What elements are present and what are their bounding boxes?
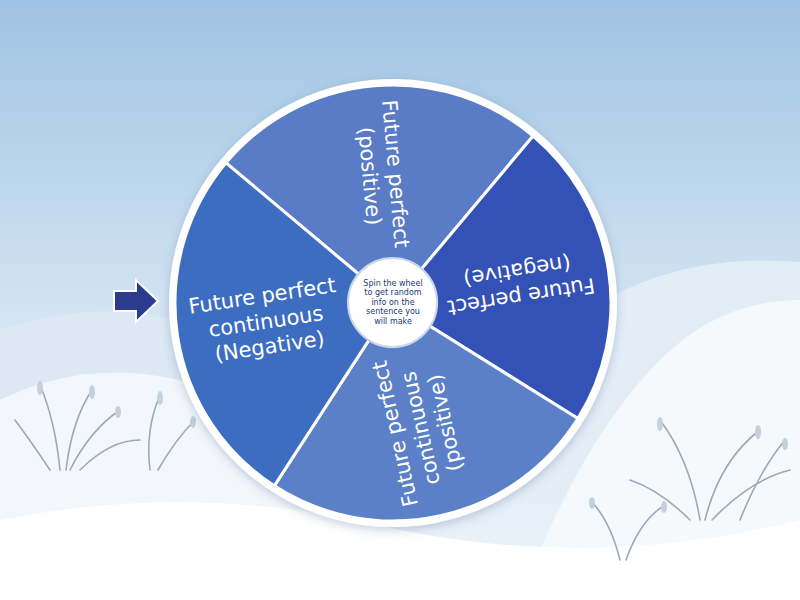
- instruction-text: Spin the wheel to get random info on the…: [360, 279, 426, 326]
- center-circle-outline: [348, 258, 437, 347]
- pointer-arrow: [114, 280, 158, 322]
- wheel-rim: [169, 79, 617, 527]
- center-circle: Spin the wheel to get random info on the…: [347, 257, 438, 348]
